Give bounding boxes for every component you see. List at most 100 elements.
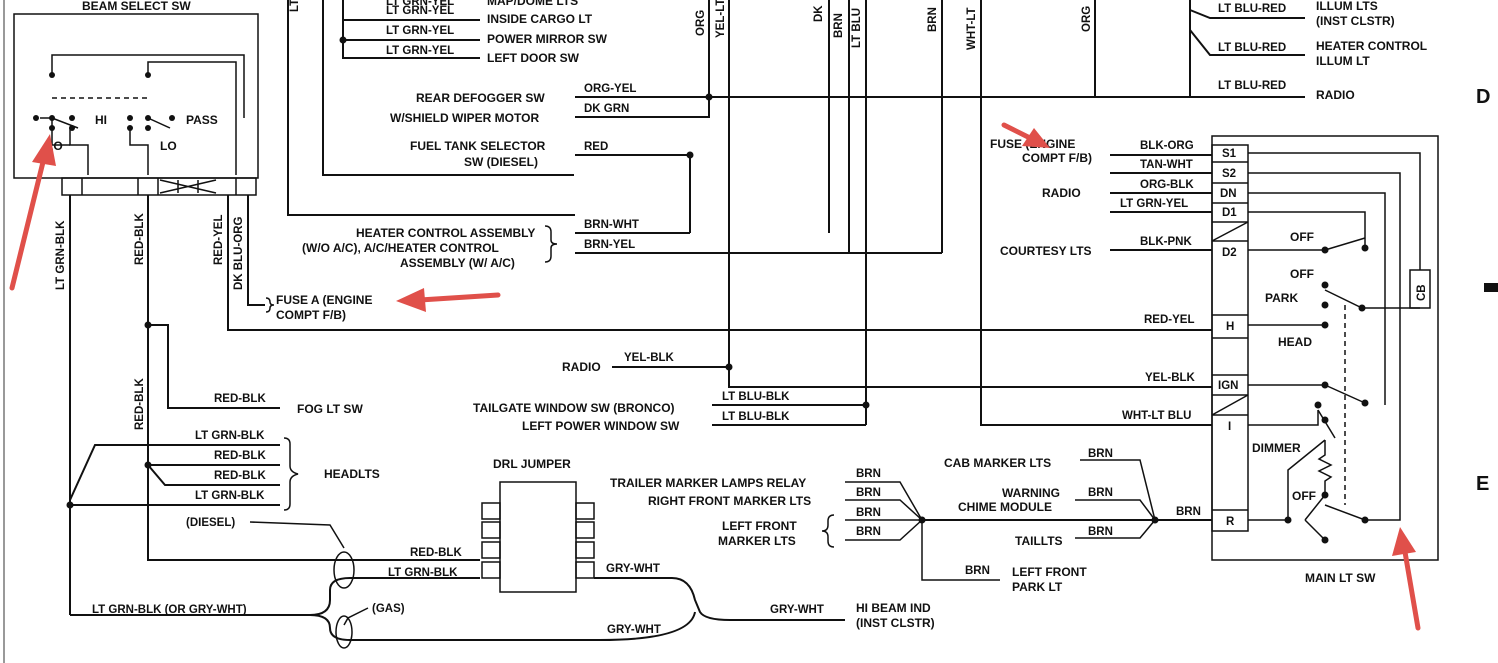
vert-brn2: BRN (927, 7, 939, 32)
left-power-wire: LT BLU-BLK (722, 411, 790, 423)
headlts-label: HEADLTS (324, 467, 380, 481)
hibeam-label2: (INST CLSTR) (856, 616, 935, 630)
wire-left-door: LT GRN-YEL (386, 45, 454, 57)
arrow-fuse-main (1001, 122, 1033, 141)
brn-tail: BRN (1088, 526, 1113, 538)
warning-line2: CHIME MODULE (958, 500, 1052, 514)
tailgate-label: TAILGATE WINDOW SW (BRONCO) (473, 401, 675, 415)
pass-label: PASS (186, 113, 218, 127)
arrow-beam-switch (9, 155, 47, 291)
vert-org: ORG (695, 10, 707, 36)
map-dome-label: MAP/DOME LTS (487, 0, 578, 8)
wire-r: BRN (1176, 506, 1201, 518)
off-label-2: OFF (1290, 267, 1314, 281)
illum-wire2: LT BLU-RED (1218, 42, 1286, 54)
headlt-wire2: RED-BLK (214, 450, 266, 462)
fuse-a-line1: FUSE A (ENGINE (276, 293, 372, 307)
illum-label1: ILLUM LTS (1316, 0, 1378, 13)
lo-label: LO (160, 139, 177, 153)
wire-red-blk-label: RED-BLK (134, 213, 146, 265)
wire-h: RED-YEL (1144, 314, 1194, 326)
wire-inside-cargo: LT GRN-YEL (386, 5, 454, 17)
heater-line2: (W/O A/C), A/C/HEATER CONTROL (302, 241, 499, 255)
terminal-d2: D2 (1222, 247, 1237, 259)
drl-label: DRL JUMPER (493, 457, 571, 471)
cab-marker-label: CAB MARKER LTS (944, 456, 1051, 470)
drl-wire3: GRY-WHT (606, 563, 660, 575)
fuse-main-line2: COMPT F/B) (1022, 151, 1092, 165)
wire-lt-grn-blk-label: LT GRN-BLK (55, 220, 67, 290)
drl-wire2: LT GRN-BLK (388, 567, 458, 579)
courtesy-label: COURTESY LTS (1000, 244, 1092, 258)
left-front-line1: LEFT FRONT (722, 519, 797, 533)
headlt-wire1: LT GRN-BLK (195, 430, 265, 442)
gas-label: (GAS) (372, 603, 405, 615)
wire-d2: BLK-PNK (1140, 236, 1192, 248)
wiper-wire: DK GRN (584, 103, 629, 115)
inside-cargo-label: INSIDE CARGO LT (487, 12, 593, 26)
diesel-label: (DIESEL) (186, 517, 235, 529)
main-light-switch: S1 S2 DN D1 D2 H IGN I R FUSE (ENGINE CO… (990, 135, 1439, 585)
tailgate-wire: LT BLU-BLK (722, 391, 790, 403)
rear-defog-wire: ORG-YEL (584, 83, 636, 95)
wire-s1: BLK-ORG (1140, 140, 1194, 152)
cb-label: CB (1416, 284, 1428, 301)
radio-top-label: RADIO (1316, 88, 1355, 102)
vert-wht-lt: WHT-LT (966, 7, 978, 50)
drl-pins (481, 502, 595, 579)
wire-i: WHT-LT BLU (1122, 410, 1191, 422)
terminal-s2: S2 (1222, 168, 1236, 180)
wire-red-yel-label: RED-YEL (213, 215, 225, 265)
wire-dk-blu-org-label: DK BLU-ORG (233, 216, 245, 290)
heater-illum-label: HEATER CONTROL (1316, 39, 1427, 53)
brn-lf-park: BRN (965, 565, 990, 577)
top-connectors: LT GRN-YEL MAP/DOME LTS LT GRN-YEL INSID… (287, 0, 608, 216)
right-top-connectors: LT BLU-RED ILLUM LTS (INST CLSTR) LT BLU… (1189, 0, 1427, 102)
heater-line1: HEATER CONTROL ASSEMBLY (356, 226, 535, 240)
off-label-3: OFF (1292, 489, 1316, 503)
margin-letter-d: D (1476, 86, 1490, 108)
vert-yel-lt: YEL-LT (715, 0, 727, 38)
brn-4: BRN (856, 526, 881, 538)
wire-power-mirror: LT GRN-YEL (386, 25, 454, 37)
trailer-label: TRAILER MARKER LAMPS RELAY (610, 476, 806, 490)
fog-label: FOG LT SW (297, 402, 363, 416)
terminal-i: I (1228, 421, 1231, 433)
radio-wire: YEL-BLK (624, 352, 675, 364)
illum-label1b: (INST CLSTR) (1316, 14, 1395, 28)
headlt-wire4: LT GRN-BLK (195, 490, 265, 502)
gry-wht-bottom: GRY-WHT (607, 624, 661, 636)
taillts-label: TAILLTS (1015, 534, 1063, 548)
beam-select-switch: BEAM SELECT SW HI PASS LO LO (13, 0, 259, 196)
headlt-wire3: RED-BLK (214, 470, 266, 482)
wiper-label: W/SHIELD WIPER MOTOR (390, 111, 539, 125)
arrow-main-switch (1402, 549, 1421, 631)
drl-wire1: RED-BLK (410, 547, 462, 559)
main-lt-sw-title: MAIN LT SW (1305, 571, 1376, 585)
radio-top-wire: LT BLU-RED (1218, 80, 1286, 92)
fuel-tank-line1: FUEL TANK SELECTOR (410, 139, 546, 153)
park-label: PARK (1265, 291, 1298, 305)
heater-illum-label2: ILLUM LT (1316, 54, 1370, 68)
beam-select-title: BEAM SELECT SW (82, 0, 191, 13)
left-power-label: LEFT POWER WINDOW SW (522, 419, 680, 433)
terminal-s1: S1 (1222, 148, 1237, 160)
fuel-tank-wire: RED (584, 141, 608, 153)
margin-mark (1484, 283, 1498, 292)
brn-warn: BRN (1088, 487, 1113, 499)
vertical-bundle: ORG YEL-LT DK BRN LT BLU BRN WHT-LT ORG (695, 0, 1212, 426)
wire-d1: LT GRN-YEL (1120, 198, 1188, 210)
heater-wire1: BRN-WHT (584, 219, 639, 231)
heater-line3: ASSEMBLY (W/ A/C) (400, 256, 515, 270)
vert-lt: LT (289, 0, 301, 12)
vert-lt-blu: LT BLU (851, 8, 863, 48)
power-mirror-label: POWER MIRROR SW (487, 32, 608, 46)
right-front-label: RIGHT FRONT MARKER LTS (648, 494, 811, 508)
vert-org2: ORG (1081, 6, 1093, 32)
lower-section: RED-BLK FOG LT SW RED-BLK LT GRN-BLK RED… (66, 321, 1212, 649)
hi-label: HI (95, 113, 107, 127)
heater-wire2: BRN-YEL (584, 239, 635, 251)
annotation-arrows (9, 122, 1421, 631)
warning-line1: WARNING (1002, 486, 1060, 500)
